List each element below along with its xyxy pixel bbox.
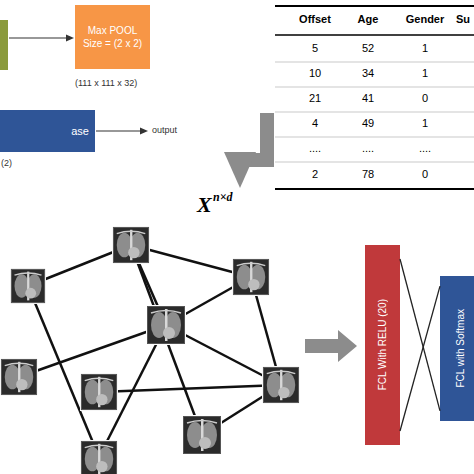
node-label: FCL With RELU (20) [377, 299, 388, 390]
xray-nodes [0, 226, 300, 474]
annotation-label: (111 x 111 x 32) [75, 78, 165, 88]
table-rules [275, 6, 474, 189]
table-cell: 10 [290, 67, 340, 79]
table-cell: 1 [400, 117, 450, 129]
table-cell: 1 [400, 42, 450, 54]
dense-connection [400, 259, 440, 411]
table-cell: 78 [343, 168, 393, 180]
xray-thumbnail [10, 268, 46, 304]
table-cell: 52 [343, 42, 393, 54]
table-cell: 34 [343, 67, 393, 79]
table-cell: 0 [400, 168, 450, 180]
node-label: FCL with Softmax [455, 309, 466, 388]
table-cell: Gender [400, 13, 450, 25]
xray-thumbnail [182, 415, 222, 455]
table-cell: 5 [290, 42, 340, 54]
right-arrow [305, 330, 357, 362]
fcl-softmax-box: FCL with Softmax [440, 276, 474, 421]
dense-connection [400, 286, 440, 431]
pooling-box: Max POOL Size = (2 x 2) [75, 5, 150, 69]
table-cell: 2 [290, 168, 340, 180]
xray-thumbnail [0, 358, 38, 396]
xray-thumbnail [80, 440, 118, 474]
table-cell: .... [400, 142, 450, 154]
table-cell: 0 [400, 92, 450, 104]
xray-thumbnail [112, 226, 150, 264]
table-cell: Su [456, 13, 474, 25]
cropped-layer-box [0, 20, 8, 70]
dense-box: ase [0, 110, 95, 152]
table-cell: Offset [290, 13, 340, 25]
xray-thumbnail [80, 373, 118, 411]
xray-thumbnail [146, 305, 186, 345]
xray-thumbnail [262, 366, 300, 404]
node-label: ase [71, 125, 89, 137]
table-cell: 1 [400, 67, 450, 79]
table-cell: 21 [290, 92, 340, 104]
table-cell: 41 [343, 92, 393, 104]
graph-edges [19, 245, 281, 457]
xray-thumbnail [232, 258, 270, 296]
annotation-label: output [152, 125, 202, 135]
table-cell: 49 [343, 117, 393, 129]
table-cell: Age [343, 13, 393, 25]
flow-arrow [9, 35, 74, 42]
l-arrow [224, 113, 267, 188]
node-label: Max POOL Size = (2 x 2) [78, 24, 147, 50]
flow-arrow [96, 128, 148, 135]
fcl-relu-box: FCL With RELU (20) [365, 245, 400, 445]
table-cell: 4 [290, 117, 340, 129]
table-cell: .... [343, 142, 393, 154]
table-cell: .... [290, 142, 340, 154]
annotation-label: (2) [1, 158, 31, 168]
annotation-label: n×d [213, 190, 253, 205]
